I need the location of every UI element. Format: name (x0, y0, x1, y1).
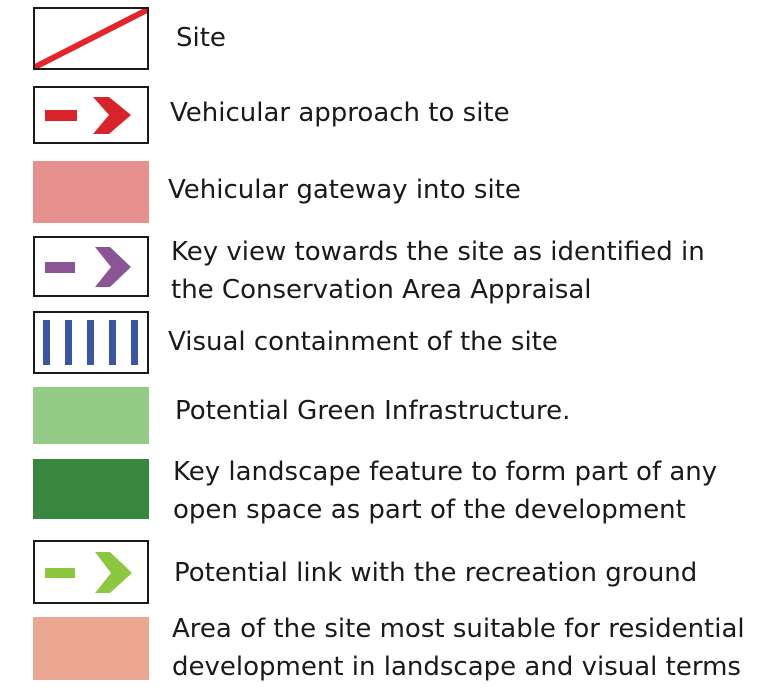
blue-vertical-bars-icon (43, 320, 138, 365)
recreation-link-symbol (33, 540, 149, 604)
visual-containment-symbol (33, 311, 149, 374)
legend-label-vehicular-gateway: Vehicular gateway into site (168, 175, 521, 205)
purple-arrow-icon (45, 247, 131, 287)
legend-label-site: Site (176, 23, 226, 53)
legend-label-visual-containment: Visual containment of the site (168, 327, 558, 357)
site-boundary-symbol (33, 7, 149, 70)
vehicular-gateway-swatch (33, 161, 149, 223)
legend-label-landscape-feature-line-2: open space as part of the development (173, 495, 686, 525)
red-diagonal-line-icon (35, 9, 147, 68)
green-arrow-icon (45, 552, 132, 593)
red-arrow-icon (45, 97, 131, 134)
vehicular-approach-symbol (33, 86, 149, 144)
landscape-feature-swatch (33, 459, 149, 519)
legend-label-key-view-line-1: Key view towards the site as identified … (171, 237, 705, 267)
legend-label-vehicular-approach: Vehicular approach to site (170, 98, 510, 128)
legend-label-landscape-feature-line-1: Key landscape feature to form part of an… (173, 457, 718, 487)
residential-area-swatch (33, 617, 149, 680)
legend-label-green-infrastructure: Potential Green Infrastructure. (175, 396, 571, 426)
legend-label-residential-area-line-2: development in landscape and visual term… (172, 652, 741, 682)
legend-label-key-view-line-2: the Conservation Area Appraisal (171, 275, 592, 305)
green-infrastructure-swatch (33, 387, 149, 444)
legend-label-recreation-link: Potential link with the recreation groun… (174, 558, 698, 588)
legend-label-residential-area-line-1: Area of the site most suitable for resid… (172, 614, 745, 644)
key-view-symbol (33, 236, 149, 297)
